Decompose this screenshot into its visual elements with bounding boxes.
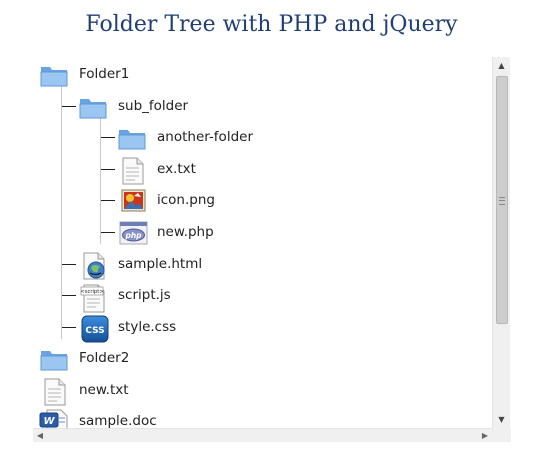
- scroll-down-arrow-icon[interactable]: ▼: [498, 415, 505, 424]
- tree-connector: [101, 232, 115, 233]
- text-file-icon: [43, 378, 71, 406]
- tree-connector: [62, 106, 76, 107]
- scroll-right-arrow-icon[interactable]: ▶: [481, 431, 489, 440]
- html-file-icon: [82, 252, 110, 280]
- tree-item-label: another-folder: [157, 129, 253, 145]
- tree-item-icon-png[interactable]: icon.png: [33, 185, 492, 216]
- word-icon-text: W: [43, 416, 55, 427]
- tree-connector: [62, 264, 76, 265]
- tree-item-style-css[interactable]: CSS style.css: [33, 312, 492, 343]
- script-icon-text: <script>: [80, 289, 103, 295]
- tree-item-folder1[interactable]: Folder1: [33, 59, 492, 90]
- tree-item-label: sub_folder: [118, 98, 189, 114]
- word-file-icon: W: [39, 409, 68, 428]
- php-icon-text: php: [124, 231, 142, 240]
- tree-item-label: Folder1: [79, 66, 130, 82]
- folder-icon: [39, 62, 68, 88]
- css-icon-text: CSS: [85, 326, 104, 336]
- folder-tree-panel[interactable]: Folder1 sub_folder another-folder: [33, 57, 511, 442]
- vertical-scrollbar[interactable]: ▲ ▼: [492, 57, 510, 428]
- page-title: Folder Tree with PHP and jQuery: [85, 12, 458, 37]
- tree-item-label: Folder2: [79, 350, 130, 366]
- php-file-icon: php: [119, 220, 148, 246]
- tree-item-label: new.php: [157, 224, 214, 240]
- tree-item-folder2[interactable]: Folder2: [33, 343, 492, 374]
- folder-icon: [39, 346, 68, 372]
- css-file-icon: CSS: [81, 315, 109, 343]
- tree-item-sample-html[interactable]: sample.html: [33, 249, 492, 280]
- tree-item-label: sample.html: [118, 256, 203, 272]
- tree-line: [100, 118, 101, 244]
- folder-tree: Folder1 sub_folder another-folder: [33, 57, 492, 428]
- tree-connector: [101, 169, 115, 170]
- script-file-icon: <script>: [80, 283, 108, 313]
- text-file-icon: [121, 157, 149, 185]
- scroll-up-arrow-icon[interactable]: ▲: [498, 61, 505, 70]
- horizontal-scrollbar[interactable]: ◀ ▶: [33, 428, 492, 442]
- tree-item-another-folder[interactable]: another-folder: [33, 122, 492, 153]
- tree-connector: [62, 327, 76, 328]
- tree-item-new-php[interactable]: php new.php: [33, 217, 492, 248]
- tree-item-ex-txt[interactable]: ex.txt: [33, 154, 492, 185]
- folder-icon: [117, 125, 146, 151]
- scrollbar-corner: [492, 428, 511, 442]
- tree-connector: [101, 137, 115, 138]
- folder-icon: [78, 94, 107, 120]
- scroll-left-arrow-icon[interactable]: ◀: [36, 431, 44, 440]
- tree-line: [61, 86, 62, 339]
- tree-item-label: script.js: [118, 287, 171, 303]
- tree-item-label: style.css: [118, 319, 177, 335]
- tree-item-script-js[interactable]: <script> script.js: [33, 280, 492, 313]
- image-file-icon: [120, 188, 148, 214]
- tree-item-label: sample.doc: [79, 413, 157, 428]
- scrollbar-grip-icon: [499, 197, 505, 205]
- tree-item-sample-doc[interactable]: W sample.doc: [33, 406, 492, 428]
- tree-item-sub-folder[interactable]: sub_folder: [33, 91, 492, 122]
- tree-item-label: ex.txt: [157, 161, 196, 177]
- tree-item-new-txt[interactable]: new.txt: [33, 375, 492, 406]
- tree-connector: [62, 295, 76, 296]
- tree-connector: [101, 200, 115, 201]
- scrollbar-thumb[interactable]: [496, 76, 508, 324]
- tree-item-label: icon.png: [157, 192, 215, 208]
- tree-item-label: new.txt: [79, 382, 129, 398]
